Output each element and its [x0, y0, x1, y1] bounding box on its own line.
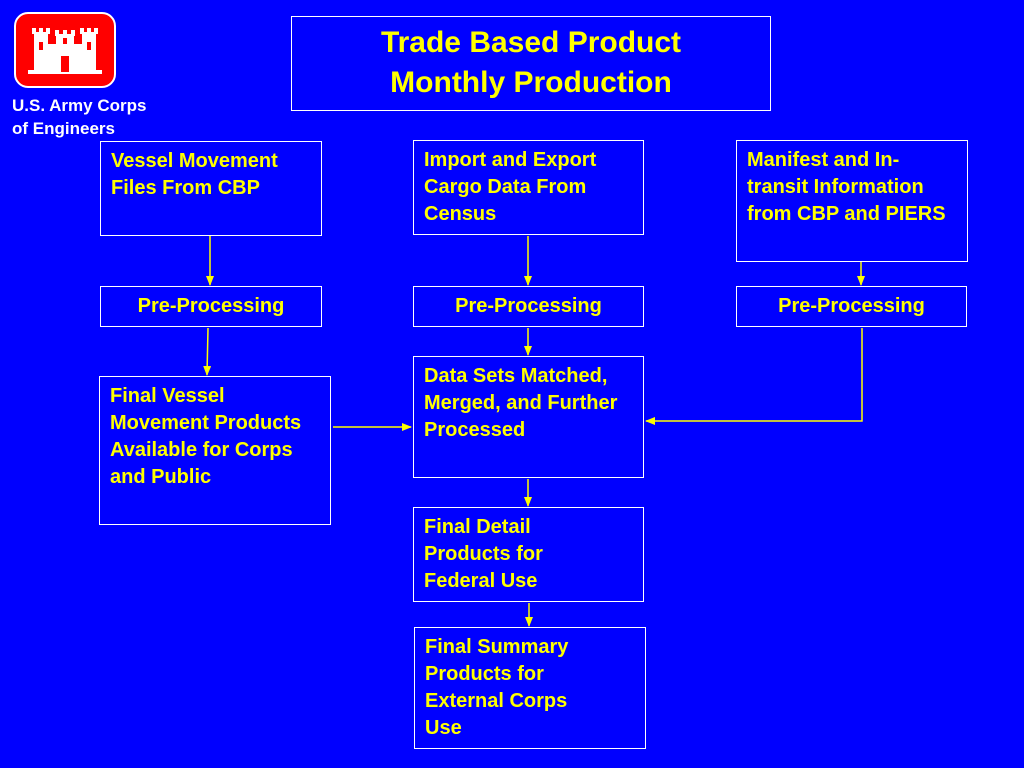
organization-name: U.S. Army Corps of Engineers: [12, 94, 202, 140]
final-summary-text: Final Summary Products for External Corp…: [425, 636, 569, 739]
source-census-text: Import and Export Cargo Data From Census: [424, 149, 597, 225]
source-vessel-text: Vessel Movement Files From CBP: [111, 150, 278, 199]
final-detail-box: Final Detail Products for Federal Use: [413, 507, 644, 602]
title-line-2: Monthly Production: [390, 66, 672, 99]
final-vessel-box: Final Vessel Movement Products Available…: [99, 376, 331, 525]
source-manifest-text: Manifest and In-transit Information from…: [747, 149, 946, 225]
data-sets-box: Data Sets Matched, Merged, and Further P…: [413, 356, 644, 478]
preprocessing-text-1: Pre-Processing: [137, 295, 285, 317]
page-title: Trade Based Product Monthly Production: [291, 16, 771, 111]
title-line-1: Trade Based Product: [380, 26, 682, 59]
final-detail-text: Final Detail Products for Federal Use: [424, 516, 543, 592]
usace-logo: [14, 12, 116, 88]
final-vessel-text: Final Vessel Movement Products Available…: [110, 385, 302, 488]
source-census-box: Import and Export Cargo Data From Census: [413, 140, 644, 235]
org-line-1: U.S. Army Corps: [12, 96, 147, 115]
arrow-preprocessing-to-data-sets-right: [645, 328, 863, 425]
preprocessing-text-2: Pre-Processing: [455, 295, 602, 317]
source-vessel-box: Vessel Movement Files From CBP: [100, 141, 322, 236]
arrow-preprocessing-to-final-vessel: [203, 327, 212, 376]
final-summary-box: Final Summary Products for External Corp…: [414, 627, 646, 749]
preprocessing-text-3: Pre-Processing: [778, 295, 925, 317]
preprocessing-box-3: Pre-Processing: [736, 286, 967, 327]
preprocessing-box-1: Pre-Processing: [100, 286, 322, 327]
preprocessing-box-2: Pre-Processing: [413, 286, 644, 327]
data-sets-text: Data Sets Matched, Merged, and Further P…: [424, 365, 618, 441]
source-manifest-box: Manifest and In-transit Information from…: [736, 140, 968, 262]
org-line-2: of Engineers: [12, 119, 115, 138]
castle-icon: [28, 28, 102, 74]
